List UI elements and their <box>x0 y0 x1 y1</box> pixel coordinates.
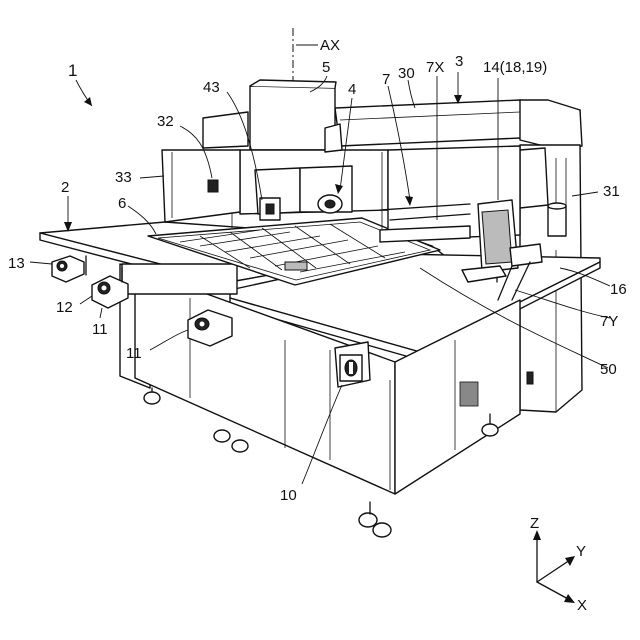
label-33: 33 <box>115 169 132 186</box>
label-30: 30 <box>398 65 415 82</box>
coordinate-axes: Z Y X <box>530 515 587 614</box>
sewing-head <box>232 80 388 230</box>
label-11b: 11 <box>126 345 142 362</box>
label-32: 32 <box>157 113 174 130</box>
axis-label-z: Z <box>530 515 539 532</box>
axis-label-y: Y <box>576 543 586 560</box>
label-6: 6 <box>118 195 126 212</box>
axis-label-x: X <box>577 597 587 614</box>
x-axis-arrow <box>564 594 575 603</box>
label-ax: AX <box>320 37 340 54</box>
figure-number: 1 <box>68 61 77 80</box>
power-switch-box <box>335 342 370 387</box>
x-axis-line <box>537 582 570 600</box>
machine-drawing <box>40 28 600 537</box>
label-16: 16 <box>610 281 627 298</box>
y-axis-line <box>537 560 570 582</box>
label-14: 14(18,19) <box>483 59 547 76</box>
label-7y: 7Y <box>600 313 618 330</box>
label-2: 2 <box>61 179 69 196</box>
label-3: 3 <box>455 53 463 70</box>
label-31: 31 <box>603 183 620 200</box>
label-4: 4 <box>348 81 356 98</box>
label-11a: 11 <box>92 321 108 338</box>
y-axis-arrow <box>565 556 575 566</box>
label-50: 50 <box>600 361 617 378</box>
lead-11a <box>100 308 102 318</box>
label-7x: 7X <box>426 59 444 76</box>
lead-33 <box>140 176 164 178</box>
label-13: 13 <box>8 255 25 272</box>
label-43: 43 <box>203 79 220 96</box>
lead-13 <box>30 262 52 264</box>
lead-30 <box>408 80 415 108</box>
label-7: 7 <box>382 71 390 88</box>
label-10: 10 <box>280 487 297 504</box>
label-12: 12 <box>56 299 73 316</box>
lead-12 <box>80 296 92 304</box>
label-5: 5 <box>322 59 330 76</box>
